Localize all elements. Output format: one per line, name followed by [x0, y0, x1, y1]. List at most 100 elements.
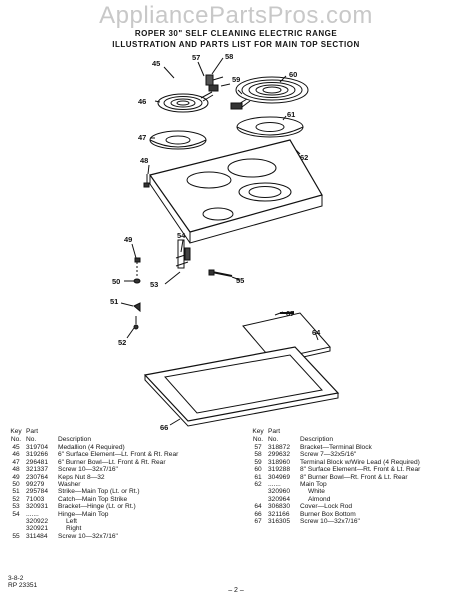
key-number: 58 [254, 451, 262, 459]
burner-box-bottom [143, 346, 340, 427]
key-header: Key [10, 428, 22, 435]
exploded-parts-diagram: 45 46 47 48 49 50 51 52 53 54 55 57 58 5… [110, 52, 340, 430]
part-number: 320921 [26, 525, 49, 533]
key-number: 67 [254, 517, 262, 525]
part-header: Part [26, 428, 39, 435]
key-number: 55 [12, 532, 20, 540]
part-description: Terminal Block w/Wire Lead (4 Required) [300, 458, 420, 466]
part-description: Almond [308, 495, 331, 503]
main-top-panel [149, 139, 323, 244]
part-number: 319288 [268, 466, 291, 474]
table-header: No. No. Description [6, 436, 244, 444]
key-number: 49 [12, 473, 20, 481]
callout-54: 54 [177, 231, 186, 240]
terminal-block-bracket [205, 74, 224, 86]
part-description: Screw 7—32x5/16" [300, 451, 357, 459]
key-number: 51 [12, 488, 20, 496]
revision-code: 3-8-2 [8, 575, 24, 582]
key-header: Key [252, 428, 264, 435]
part-description: 8" Burner Bowl—Rt. Front & Lt. Rear [300, 473, 408, 481]
callout-51: 51 [110, 297, 118, 306]
key-number: 60 [254, 466, 262, 474]
description-header: Description [58, 436, 91, 443]
callout-49: 49 [124, 235, 132, 244]
document-number: RP 23351 [8, 582, 38, 590]
parts-row: 54.......Hinge—Main Top [6, 511, 244, 518]
key-number: 52 [12, 495, 20, 503]
part-description: Strike—Main Top (Lt. or Rt.) [58, 488, 140, 496]
parts-row: 46 319266 6" Surface Element—Lt. Front & R… [6, 451, 244, 458]
part-description: 8" Surface Element—Rt. Front & Lt. Rear [300, 466, 421, 474]
key-number [248, 496, 268, 503]
burner-bowl-large [236, 116, 304, 138]
part-number: 320922 [26, 517, 49, 525]
key-number: 57 [254, 444, 262, 451]
key-number: 61 [254, 473, 262, 481]
table-header: Key Part [6, 428, 244, 436]
callout-45: 45 [152, 59, 160, 68]
callout-60: 60 [289, 70, 297, 79]
part-description: Cover—Lock Rod [300, 503, 353, 511]
screw-48 [143, 174, 150, 188]
callout-48: 48 [140, 156, 148, 165]
part-description: Bracket—Hinge (Lt. or Rt.) [58, 503, 136, 511]
callout-67: 67 [286, 309, 294, 318]
part-description: Medallion (4 Required) [58, 444, 125, 451]
callout-61: 61 [287, 110, 295, 119]
part-description: Main Top [300, 480, 327, 488]
callout-47: 47 [138, 133, 146, 142]
callout-64: 64 [312, 328, 321, 337]
part-description: Hinge—Main Top [58, 510, 109, 518]
parts-row: 62....... Main Top [248, 481, 468, 488]
surface-element-small [157, 84, 219, 113]
callout-52: 52 [118, 338, 126, 347]
key-number [6, 525, 26, 532]
parts-row: 52 71003 Catch—Main Top Strike [6, 496, 244, 503]
part-number: 320931 [26, 503, 49, 511]
part-number: 318872 [268, 444, 291, 451]
part-description: Screw 10—32x7/16" [300, 517, 360, 525]
part-number: ....... [268, 480, 281, 488]
key-number: 62 [254, 480, 262, 488]
callout-59: 59 [232, 75, 240, 84]
key-header: No. [10, 436, 22, 443]
key-number: 47 [12, 458, 20, 466]
part-description: Catch—Main Top Strike [58, 495, 128, 503]
part-number: 318960 [268, 458, 291, 466]
part-description: Bracket—Terminal Block [300, 444, 372, 451]
part-description: Burner Box Bottom [300, 510, 356, 518]
strike-and-catch [133, 302, 141, 330]
part-description: Keps Nut 8—32 [58, 473, 105, 481]
key-number [248, 488, 268, 495]
part-number: 296481 [26, 458, 49, 466]
key-header: No. [252, 436, 264, 443]
part-number: 71003 [26, 495, 45, 503]
key-number: 46 [12, 451, 20, 459]
part-header: No. [26, 436, 37, 443]
callout-50: 50 [112, 277, 120, 286]
part-description: White [308, 488, 325, 496]
callout-57: 57 [192, 53, 200, 62]
part-description: 6" Surface Element—Lt. Front & Rt. Rear [58, 451, 179, 459]
burner-bowl-small [149, 130, 207, 150]
part-description: Washer [58, 480, 81, 488]
parts-row: 61 304969 8" Burner Bowl—Rt. Front & Lt. R… [248, 474, 468, 481]
description-header: Description [300, 436, 333, 443]
part-number: 304969 [268, 473, 291, 481]
part-number: 319266 [26, 451, 49, 459]
part-description: Screw 10—32x7/16" [58, 466, 118, 474]
part-number: 306830 [268, 503, 291, 511]
